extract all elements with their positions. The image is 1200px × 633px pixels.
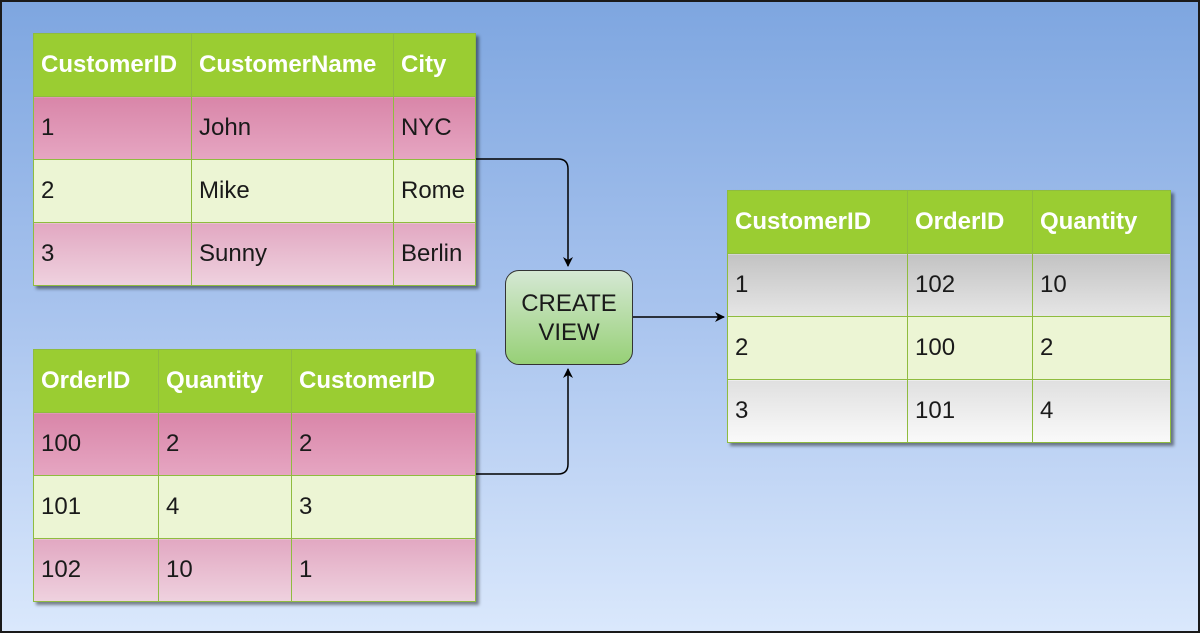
column-header: OrderID	[907, 190, 1033, 254]
table-cell: 1	[291, 538, 476, 602]
table-cell: 2	[1032, 316, 1171, 380]
table-cell: 3	[727, 379, 908, 443]
table-cell: 10	[1032, 253, 1171, 317]
column-header: CustomerID	[727, 190, 908, 254]
table-cell: 2	[158, 412, 292, 476]
table-cell: NYC	[393, 96, 476, 160]
column-header: CustomerID	[33, 33, 192, 97]
column-header: CustomerID	[291, 349, 476, 413]
create-view-node: CREATE VIEW	[505, 270, 633, 365]
table-cell: Rome	[393, 159, 476, 223]
table-cell: 4	[158, 475, 292, 539]
create-view-label-line2: VIEW	[538, 318, 600, 346]
column-header: CustomerName	[191, 33, 394, 97]
table-header-row: CustomerID CustomerName City	[33, 33, 476, 97]
column-header: Quantity	[158, 349, 292, 413]
column-header: Quantity	[1032, 190, 1171, 254]
table-cell: 3	[291, 475, 476, 539]
orders-table: OrderID Quantity CustomerID 100 2 2 101 …	[33, 349, 476, 602]
table-row: 100 2 2	[33, 412, 476, 476]
table-row: 1 102 10	[727, 253, 1171, 317]
table-row: 3 Sunny Berlin	[33, 222, 476, 286]
table-cell: 1	[33, 96, 192, 160]
table-cell: 3	[33, 222, 192, 286]
table-cell: Sunny	[191, 222, 394, 286]
column-header: OrderID	[33, 349, 159, 413]
table-cell: 101	[907, 379, 1033, 443]
table-cell: 101	[33, 475, 159, 539]
result-view-table: CustomerID OrderID Quantity 1 102 10 2 1…	[727, 190, 1171, 443]
table-row: 101 4 3	[33, 475, 476, 539]
table-cell: 2	[727, 316, 908, 380]
table-row: 1 John NYC	[33, 96, 476, 160]
table-cell: 102	[33, 538, 159, 602]
table-cell: 102	[907, 253, 1033, 317]
table-cell: 100	[907, 316, 1033, 380]
table-row: 102 10 1	[33, 538, 476, 602]
table-row: 2 100 2	[727, 316, 1171, 380]
table-row: 3 101 4	[727, 379, 1171, 443]
customers-table: CustomerID CustomerName City 1 John NYC …	[33, 33, 476, 286]
table-cell: 100	[33, 412, 159, 476]
edge-orders-to-view	[475, 368, 573, 475]
create-view-label-line1: CREATE	[521, 289, 617, 317]
table-cell: 2	[33, 159, 192, 223]
table-cell: 10	[158, 538, 292, 602]
edge-customers-to-view	[475, 158, 573, 267]
table-header-row: OrderID Quantity CustomerID	[33, 349, 476, 413]
column-header: City	[393, 33, 476, 97]
table-cell: 2	[291, 412, 476, 476]
table-cell: 4	[1032, 379, 1171, 443]
table-row: 2 Mike Rome	[33, 159, 476, 223]
table-cell: John	[191, 96, 394, 160]
table-cell: 1	[727, 253, 908, 317]
table-cell: Berlin	[393, 222, 476, 286]
table-cell: Mike	[191, 159, 394, 223]
table-header-row: CustomerID OrderID Quantity	[727, 190, 1171, 254]
